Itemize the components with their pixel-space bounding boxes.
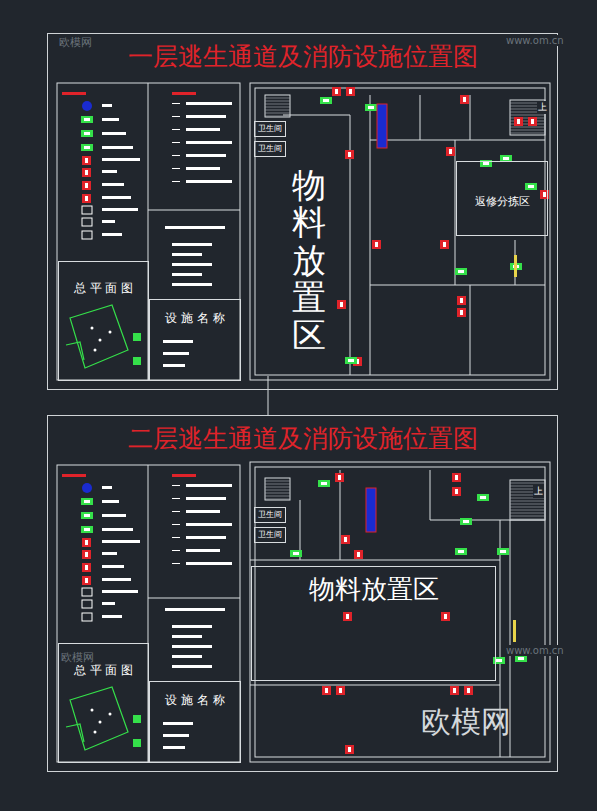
drawing-frame: 一层逃生通道及消防设施位置图总 平 面 图设 施 名 称 物料放置区 返修分拣区 卫生…	[47, 33, 558, 390]
stair-mark: 上	[533, 485, 544, 498]
legend-panel: 总 平 面 图	[58, 261, 149, 381]
area-name: 物料放置区	[292, 167, 326, 354]
area-name: 设 施 名 称	[150, 312, 240, 326]
room-area: 物料放置区	[266, 101, 351, 376]
plan-title: 二层逃生通道及消防设施位置图	[48, 425, 557, 454]
room-area: 物料放置区	[251, 566, 496, 681]
plan-title: 一层逃生通道及消防设施位置图	[48, 43, 557, 72]
legend-panel: 设 施 名 称	[149, 681, 241, 763]
area-name: 卫生间	[255, 530, 285, 539]
watermark: www.om.cn	[505, 645, 565, 656]
watermark: 欧模网	[58, 35, 93, 50]
room-area: 卫生间	[254, 141, 286, 157]
leader-line	[268, 376, 269, 415]
watermark: 欧模网	[420, 702, 512, 743]
room-area: 卫生间	[254, 121, 286, 137]
area-name: 总 平 面 图	[59, 282, 148, 296]
room-area: 返修分拣区	[456, 161, 548, 236]
area-name: 卫生间	[255, 510, 285, 519]
stair-mark: 上	[537, 101, 548, 114]
room-area: 卫生间	[254, 507, 286, 523]
legend-panel: 设 施 名 称	[149, 299, 241, 381]
area-name: 卫生间	[255, 124, 285, 133]
watermark: www.om.cn	[505, 35, 565, 46]
room-area: 卫生间	[254, 527, 286, 543]
area-name: 设 施 名 称	[150, 694, 240, 708]
area-name: 卫生间	[255, 144, 285, 153]
area-name: 总 平 面 图	[59, 664, 148, 678]
area-name: 物料放置区	[252, 575, 495, 605]
area-name: 返修分拣区	[457, 196, 547, 209]
watermark: 欧模网	[60, 650, 95, 665]
